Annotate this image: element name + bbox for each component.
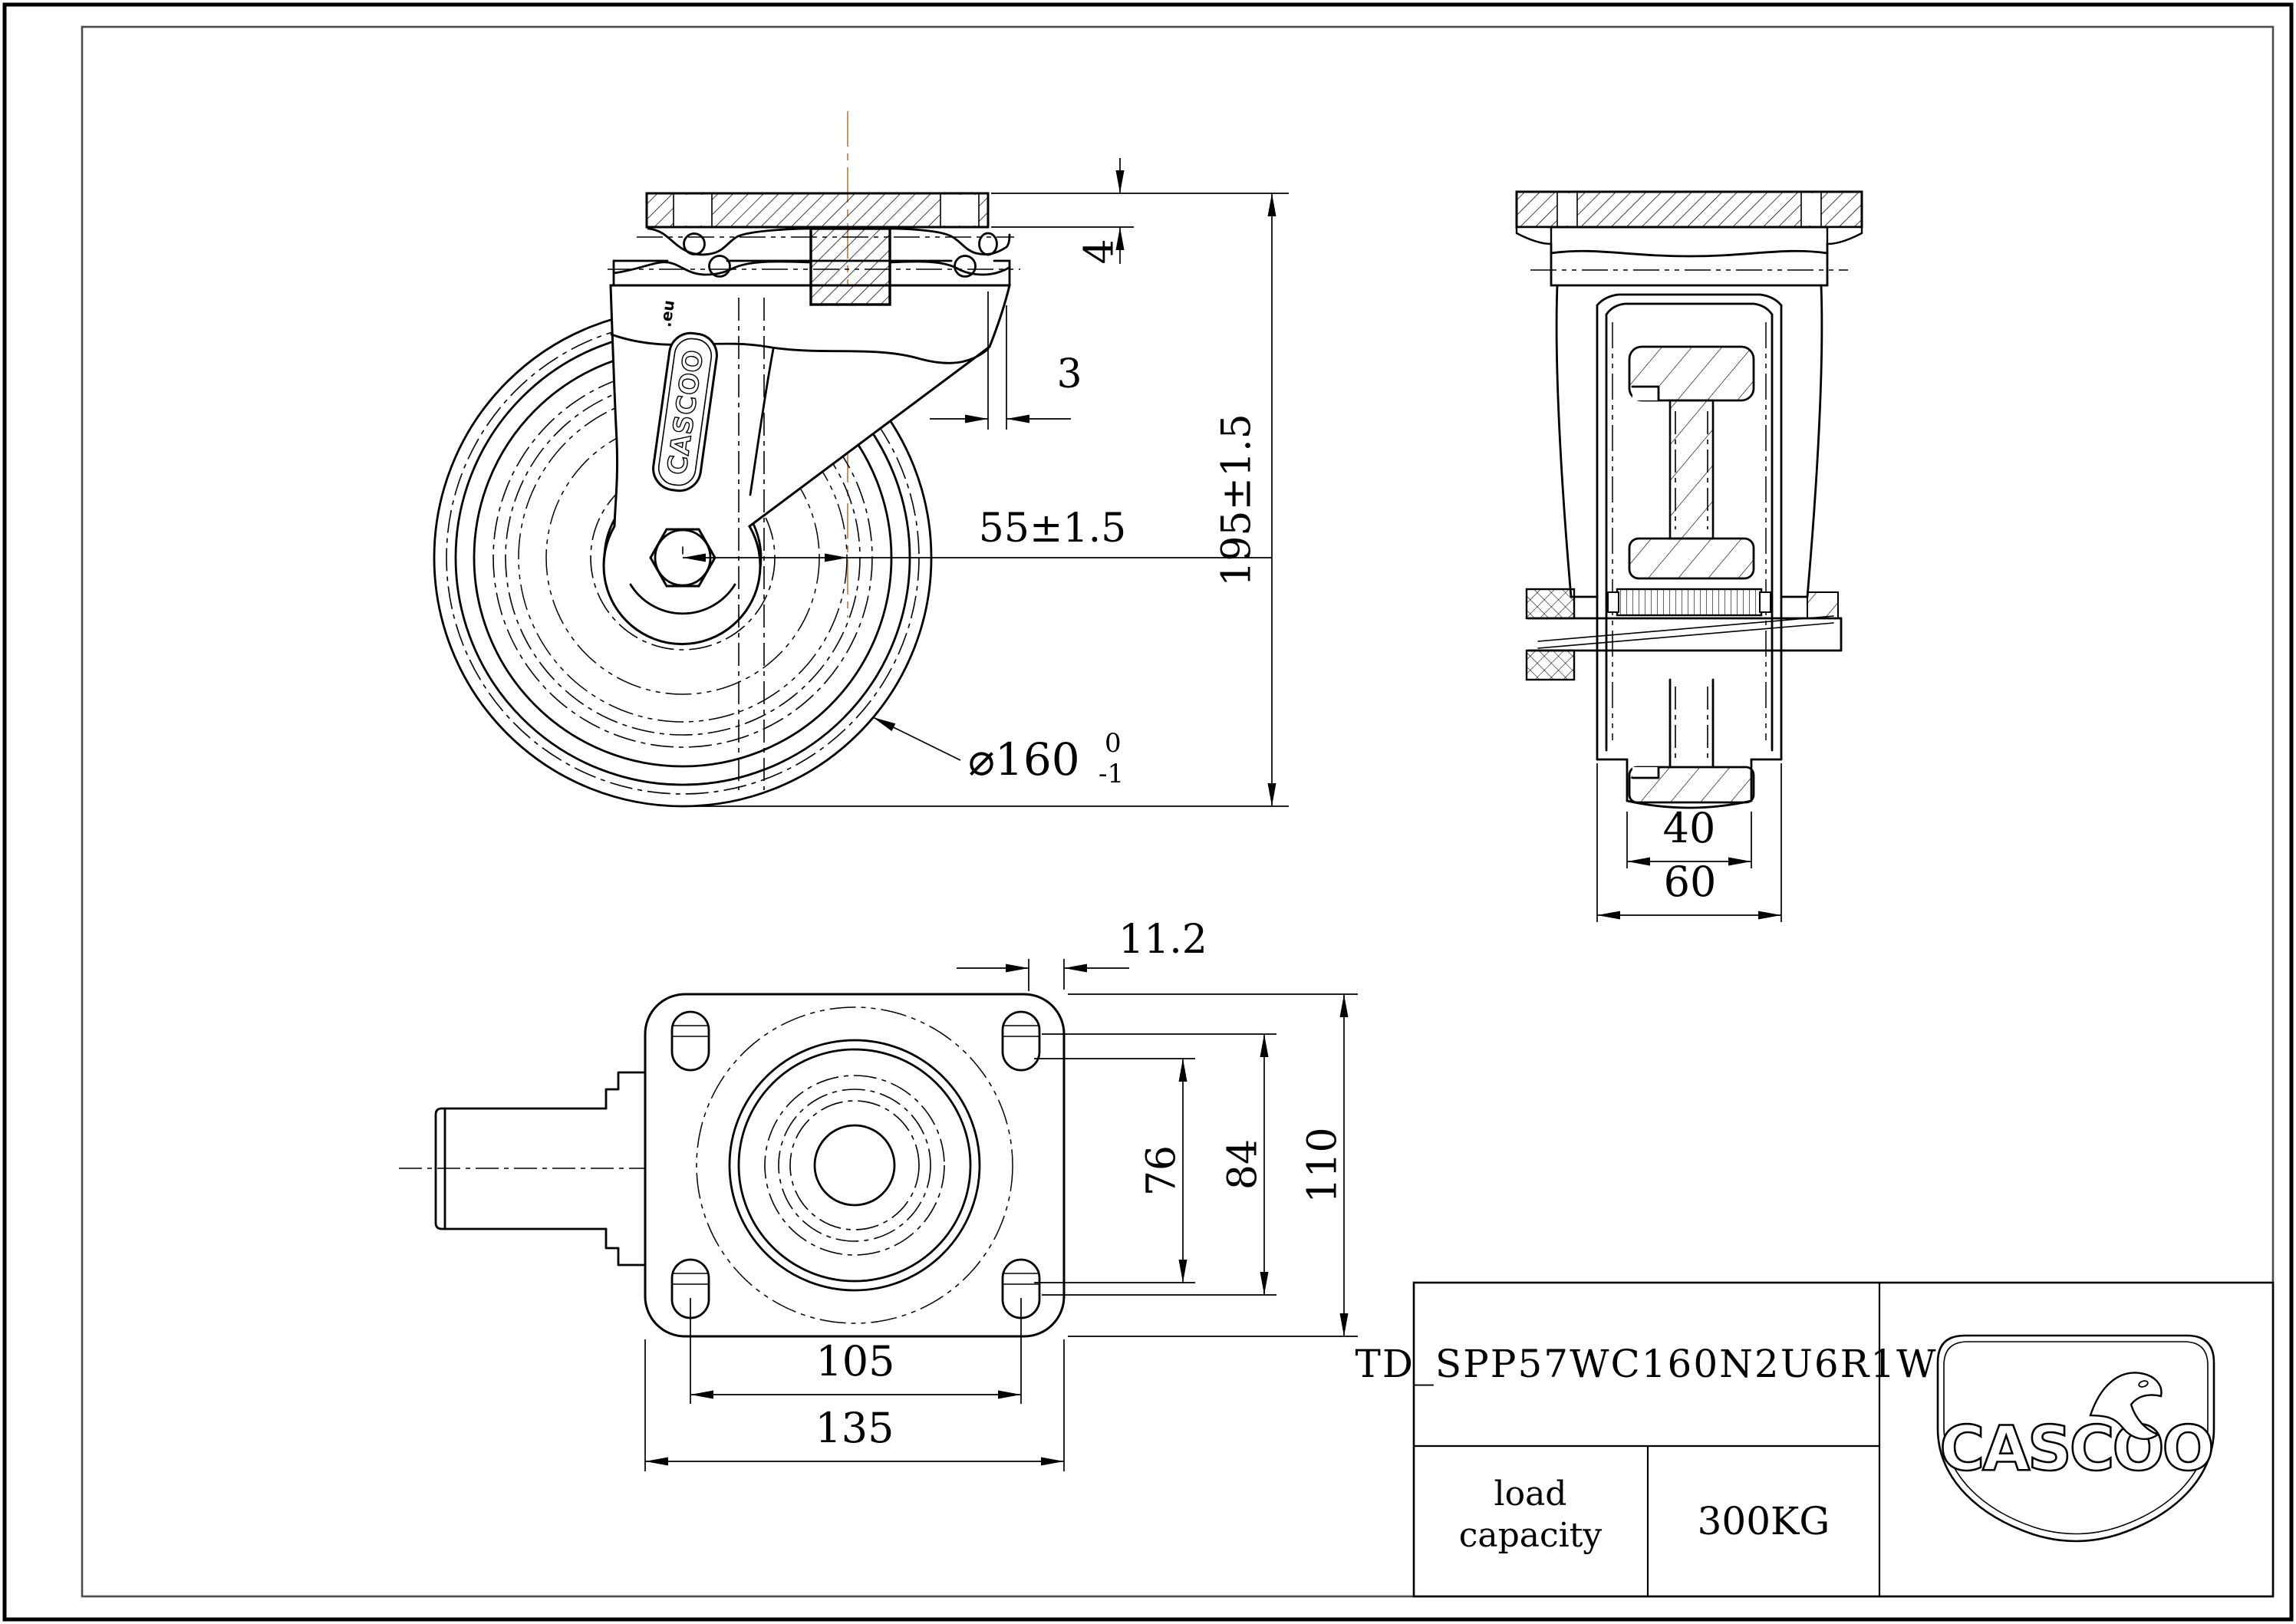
dim-overall-height: 195±1.5 <box>694 193 1289 807</box>
hub-boss-inner-arc <box>629 583 736 615</box>
dim-text-plate-thickness: 4 <box>1077 239 1123 264</box>
load-capacity-label-2: capacity <box>1459 1516 1603 1555</box>
dim-tread-width: 40 <box>1626 804 1752 868</box>
dim-plate-thickness: 4 <box>991 158 1289 265</box>
dim-slot-offset: 11.2 <box>957 917 1207 991</box>
dim-slot-span-inner: 76 <box>1034 1058 1195 1283</box>
bearing-ball <box>708 255 731 278</box>
dim-bolt-spacing: 105 <box>690 1298 1022 1404</box>
dim-slot-span-outer: 84 <box>1042 1033 1276 1296</box>
eagle-icon <box>2089 1372 2163 1441</box>
dim-plate-width: 135 <box>644 1339 1065 1471</box>
axle-washer <box>1807 591 1839 619</box>
kingpin-hole <box>813 1124 896 1207</box>
front-plate-section <box>1515 190 1863 245</box>
front-hub-upper <box>1628 345 1755 580</box>
dim-text-slot-offset: 11.2 <box>1118 917 1207 963</box>
dim-text-overall-height: 195±1.5 <box>1214 413 1260 587</box>
bearing-ball <box>683 232 706 255</box>
kingpin-section <box>809 227 891 306</box>
front-wheel-well <box>1596 293 1783 761</box>
mounting-plate <box>644 993 1066 1338</box>
model-number: TD_SPP57WC160N2U6R1W <box>1355 1342 1937 1386</box>
title-block: TD_SPP57WC160N2U6R1W load capacity 300KG… <box>1355 1281 2275 1598</box>
dim-text-slot-span-outer: 84 <box>1220 1139 1267 1190</box>
top-plate-section <box>645 192 990 229</box>
inner-border <box>81 25 2275 1598</box>
dim-text-wheel-dia-tol-lower: -1 <box>1099 759 1124 789</box>
view-top: 11.2 76 84 110 <box>399 917 1358 1471</box>
fork-inner-edge <box>749 348 775 496</box>
dim-text-plate-width: 135 <box>815 1404 894 1452</box>
dim-hub-width: 60 <box>1596 763 1782 922</box>
front-hub-lower <box>1596 678 1783 809</box>
axle-nut-top <box>1525 588 1576 620</box>
front-axle <box>1525 588 1843 681</box>
load-capacity-label-1: load <box>1494 1474 1567 1514</box>
bearing-ball <box>954 255 977 278</box>
brand-logo-text: CASCOO <box>1940 1413 2212 1484</box>
dim-text-plate-depth: 110 <box>1300 1127 1346 1203</box>
dim-wheel-diameter: ⌀160 0 -1 <box>872 716 1124 789</box>
leg-badge: CASCOO .eu <box>652 299 718 492</box>
bearing-ball <box>978 232 998 256</box>
dim-text-bolt-spacing: 105 <box>815 1337 894 1385</box>
dim-text-edge-offset: 3 <box>1056 351 1082 397</box>
dim-text-wheel-dia: ⌀160 <box>968 733 1080 786</box>
swivel-bearing-section <box>608 227 1020 306</box>
dim-text-wheel-dia-tol-upper: 0 <box>1105 728 1122 759</box>
leg-badge-suffix: .eu <box>656 299 678 328</box>
load-capacity-value: 300KG <box>1698 1499 1830 1543</box>
dim-plate-depth: 110 <box>1068 993 1358 1337</box>
view-front: 40 60 <box>1515 190 1863 922</box>
view-side: CASCOO .eu <box>433 111 1289 808</box>
front-housing <box>1530 242 1848 598</box>
dim-text-tread-width: 40 <box>1663 804 1716 852</box>
dim-text-hub-width: 60 <box>1664 858 1717 906</box>
top-wheel-tube <box>399 1071 669 1267</box>
top-raceway <box>696 1006 1013 1324</box>
dim-center-offset: 55±1.5 <box>683 506 1272 562</box>
axle-nut-bottom <box>1525 649 1576 681</box>
dim-text-slot-span-inner: 76 <box>1139 1145 1185 1196</box>
dim-text-center-offset: 55±1.5 <box>979 506 1126 552</box>
brand-logo: CASCOO <box>1936 1334 2215 1543</box>
dim-edge-offset: 3 <box>930 292 1082 430</box>
